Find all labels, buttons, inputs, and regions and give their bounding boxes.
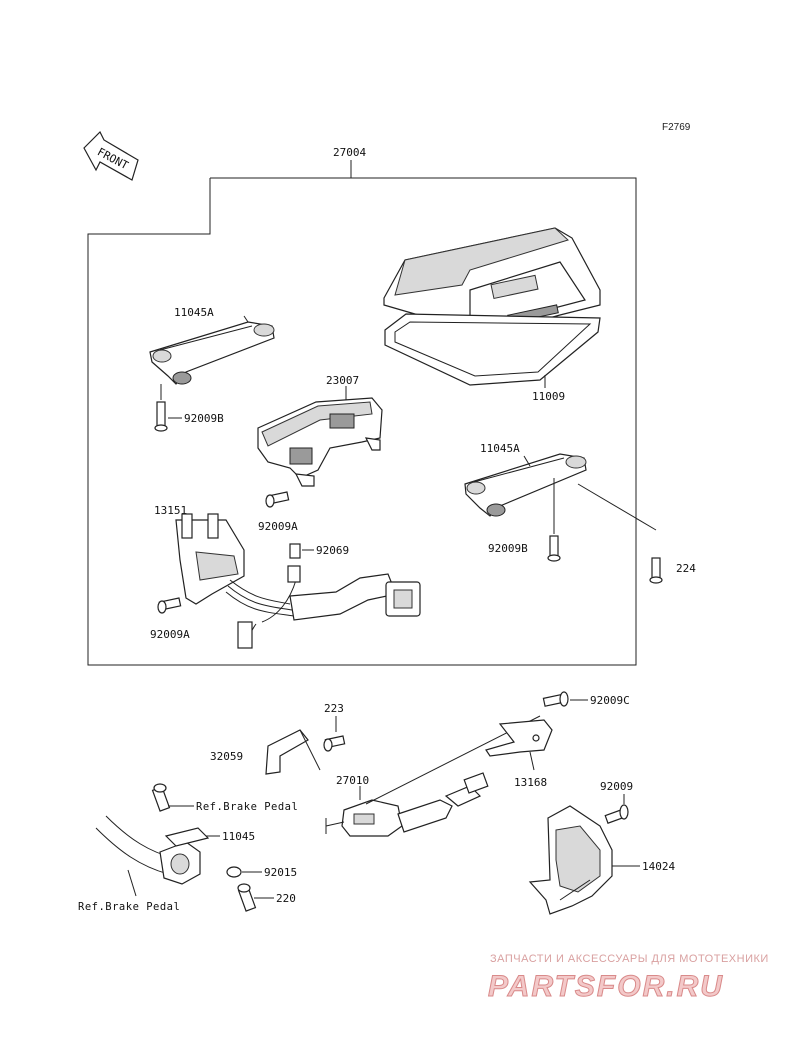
- figure-code: F2769: [662, 122, 691, 133]
- label-224: 224: [676, 562, 696, 575]
- bolt-92009c-part: [542, 691, 569, 707]
- screw-223-part: [323, 735, 346, 752]
- label-11045: 11045: [222, 830, 255, 843]
- bolt-right-part: [547, 535, 561, 562]
- label-13168: 13168: [514, 776, 547, 789]
- label-13151: 13151: [154, 504, 187, 517]
- label-ref-brake-pedal-1: Ref.Brake Pedal: [196, 801, 298, 813]
- meter-cover-part: [383, 227, 601, 386]
- label-11045a-top: 11045A: [174, 306, 214, 319]
- label-92009a-switch: 92009A: [150, 628, 190, 641]
- label-23007: 23007: [326, 374, 359, 387]
- label-ref-brake-pedal-2: Ref.Brake Pedal: [78, 901, 180, 913]
- bolt-top-left-part: [154, 401, 168, 432]
- screw-224-part: [649, 557, 663, 584]
- label-27004: 27004: [333, 146, 366, 159]
- bracket-top-left-part: [149, 321, 275, 385]
- watermark-brand: PARTSFOR.RU: [488, 970, 724, 1003]
- bolt-holder-part: [265, 491, 290, 508]
- brake-pedal-area: [95, 783, 257, 912]
- plate-13168-part: [485, 719, 553, 757]
- watermark-tagline: ЗАПЧАСТИ И АКСЕССУАРЫ ДЛЯ МОТОТЕХНИКИ: [490, 953, 769, 965]
- label-92009b-top: 92009B: [184, 412, 224, 425]
- switch-13151-part: [175, 513, 421, 649]
- bracket-32059-part: [265, 729, 321, 775]
- front-arrow-icon: FRONT: [83, 130, 139, 181]
- holder-part: [257, 397, 383, 487]
- label-27010: 27010: [336, 774, 369, 787]
- label-11009: 11009: [532, 390, 565, 403]
- label-220: 220: [276, 892, 296, 905]
- switch-27010-part: [325, 772, 489, 837]
- label-92015: 92015: [264, 866, 297, 879]
- cover-14024-part: [528, 805, 613, 915]
- label-92069: 92069: [316, 544, 349, 557]
- assembly-frame: [87, 160, 637, 666]
- label-92009: 92009: [600, 780, 633, 793]
- label-92009b-right: 92009B: [488, 542, 528, 555]
- label-14024: 14024: [642, 860, 675, 873]
- label-92009a-holder: 92009A: [258, 520, 298, 533]
- bolt-switch-part: [157, 597, 182, 614]
- bracket-right-part: [464, 453, 587, 517]
- label-223: 223: [324, 702, 344, 715]
- label-92009c: 92009C: [590, 694, 630, 707]
- label-11045a-right: 11045A: [480, 442, 520, 455]
- label-32059: 32059: [210, 750, 243, 763]
- grommet-part: [289, 543, 301, 559]
- bolt-92009-part: [604, 804, 629, 824]
